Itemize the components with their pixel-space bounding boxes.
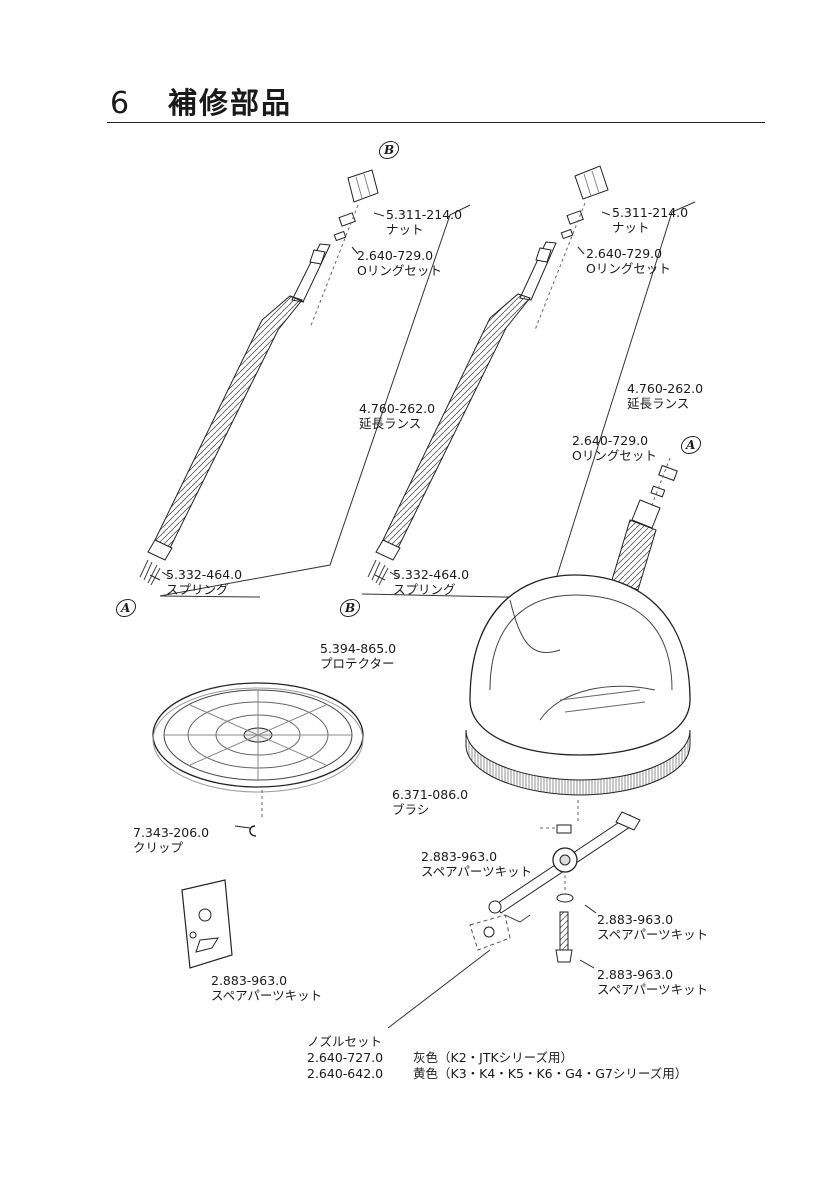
part-number: 2.883-963.0 (211, 973, 288, 988)
part-number: 2.883-963.0 (597, 912, 674, 927)
clip-icon (249, 825, 257, 837)
label-lance-right: 4.760-262.0 延長ランス (627, 381, 703, 411)
part-number: 2.640-729.0 (586, 246, 663, 261)
label-protector: 5.394-865.0 プロテクター (320, 641, 396, 671)
callout-b-bottom-label: B (345, 601, 356, 615)
callout-a-left-label: A (121, 601, 131, 615)
part-number: 4.760-262.0 (627, 381, 704, 396)
callout-a-head (680, 435, 702, 455)
part-number: 5.394-865.0 (320, 641, 397, 656)
label-oring-right: 2.640-729.0 Oリングセット (586, 246, 671, 276)
label-lance-left: 4.760-262.0 延長ランス (359, 401, 435, 431)
part-number: 7.343-206.0 (133, 825, 210, 840)
part-name: スペアパーツキット (421, 864, 533, 879)
label-brush: 6.371-086.0 ブラシ (392, 787, 468, 817)
label-oring-left: 2.640-729.0 Oリングセット (357, 248, 442, 278)
label-oring-head: 2.640-729.0 Oリングセット (572, 433, 657, 463)
nozzle-part-number: 2.640-727.0 (307, 1050, 384, 1065)
surface-cleaner (465, 457, 691, 822)
section-heading: 6 補修部品 (110, 80, 292, 122)
part-number: 4.760-262.0 (359, 401, 436, 416)
heading-rule (107, 122, 765, 123)
nozzle-description: 黄色（K3・K4・K5・K6・G4・G7シリーズ用） (413, 1066, 688, 1081)
part-name: ナット (612, 220, 650, 235)
nozzle-arm (387, 811, 641, 1029)
part-number: 2.883-963.0 (597, 967, 674, 982)
part-number: 2.640-729.0 (357, 248, 434, 263)
nozzle-row: 2.640-727.0 灰色（K2・JTKシリーズ用） (307, 1050, 687, 1066)
part-number: 5.311-214.0 (386, 207, 463, 222)
part-name: 延長ランス (359, 416, 422, 431)
section-number: 6 (110, 86, 130, 121)
part-number: 5.332-464.0 (393, 567, 470, 582)
part-name: スプリング (166, 582, 229, 597)
spare-parts-bag (181, 879, 233, 969)
callout-a-left (115, 598, 137, 618)
nut-right-icon (574, 165, 609, 200)
callout-a-head-label: A (686, 438, 696, 452)
part-name: Oリングセット (572, 448, 657, 463)
lance-left (139, 169, 379, 586)
part-name: スペアパーツキット (211, 988, 323, 1003)
part-name: プロテクター (320, 656, 395, 671)
part-number: 6.371-086.0 (392, 787, 469, 802)
label-spare-arm: 2.883-963.0 スペアパーツキット (421, 849, 532, 879)
part-name: ナット (386, 222, 424, 237)
part-name: スペアパーツキット (597, 927, 709, 942)
part-number: 2.640-729.0 (572, 433, 649, 448)
part-name: 延長ランス (627, 396, 690, 411)
callout-b-top-left-label: B (384, 143, 395, 157)
lance-right (367, 165, 609, 586)
part-name: Oリングセット (586, 261, 671, 276)
nut-left-icon (347, 169, 379, 203)
part-name: Oリングセット (357, 263, 442, 278)
label-spring-left: 5.332-464.0 スプリング (166, 567, 242, 597)
nozzle-part-number: 2.640-642.0 (307, 1066, 384, 1081)
label-spare-bolt: 2.883-963.0 スペアパーツキット (597, 967, 708, 997)
part-name: スプリング (393, 582, 456, 597)
label-nut-left: 5.311-214.0 ナット (386, 207, 462, 237)
callout-b-bottom (339, 598, 361, 618)
label-nut-right: 5.311-214.0 ナット (612, 205, 688, 235)
label-spring-right: 5.332-464.0 スプリング (393, 567, 469, 597)
part-number: 5.311-214.0 (612, 205, 689, 220)
nozzle-description: 灰色（K2・JTKシリーズ用） (413, 1050, 574, 1065)
nozzle-set-title: ノズルセット (307, 1034, 383, 1049)
part-name: ブラシ (392, 802, 430, 817)
callout-b-top-left (378, 140, 400, 160)
part-name: スペアパーツキット (597, 982, 709, 997)
part-number: 5.332-464.0 (166, 567, 243, 582)
nozzle-set-block: ノズルセット 2.640-727.0 灰色（K2・JTKシリーズ用） 2.640… (307, 1034, 687, 1082)
label-clip: 7.343-206.0 クリップ (133, 825, 209, 855)
part-number: 2.883-963.0 (421, 849, 498, 864)
label-spare-bag: 2.883-963.0 スペアパーツキット (211, 973, 322, 1003)
part-name: クリップ (133, 840, 184, 855)
protector-disc (152, 682, 364, 818)
label-spare-washer: 2.883-963.0 スペアパーツキット (597, 912, 708, 942)
section-title: 補修部品 (168, 86, 293, 120)
nozzle-row: 2.640-642.0 黄色（K3・K4・K5・K6・G4・G7シリーズ用） (307, 1066, 687, 1082)
